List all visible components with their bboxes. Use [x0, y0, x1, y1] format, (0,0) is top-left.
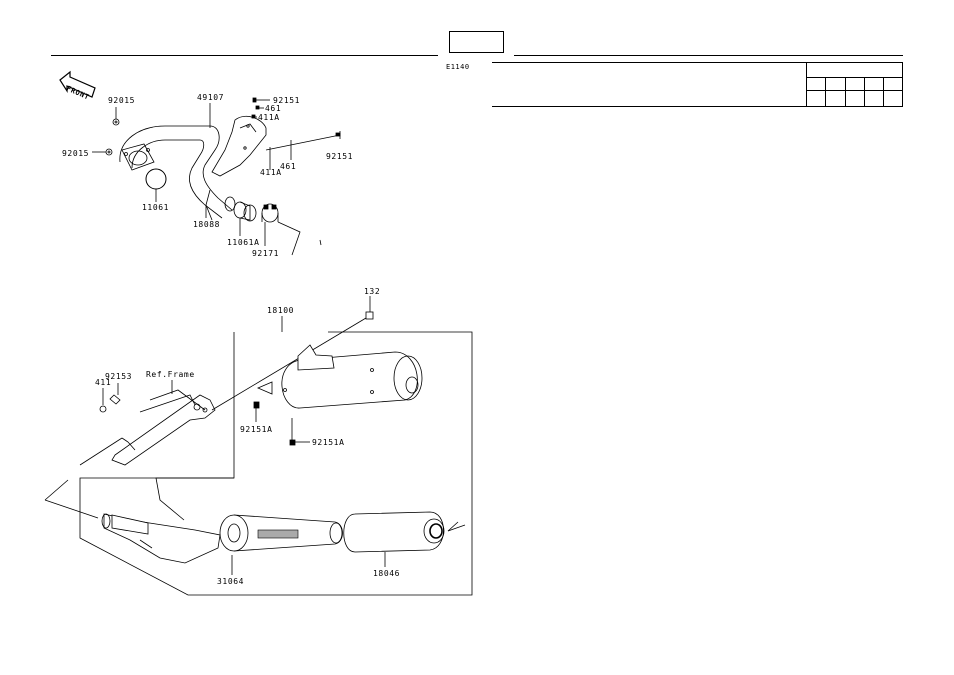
label-11061A: 11061A [227, 238, 260, 247]
grommet-411A-top [251, 114, 257, 119]
label-18100: 18100 [267, 306, 294, 315]
reference-table [806, 62, 903, 107]
lower-exhaust-pipe [101, 513, 221, 564]
header-rule-right [514, 55, 903, 56]
label-92015-left: 92015 [62, 149, 89, 158]
label-18046: 18046 [373, 569, 400, 578]
heat-guard [211, 115, 267, 177]
label-92151A-left: 92151A [240, 425, 273, 434]
label-92151-top: 92151 [273, 96, 300, 105]
label-92151A-bottom: 92151A [312, 438, 345, 447]
bolt-92151A-bottom [289, 418, 310, 446]
page-code: E1140 [446, 63, 470, 71]
table-row-divider [807, 77, 902, 78]
frame-rail [111, 389, 216, 466]
bolt-92151A-left [253, 401, 260, 422]
label-411A-right: 411A [260, 168, 282, 177]
bolt-92153 [109, 383, 121, 405]
washer-411 [99, 388, 107, 413]
table-row-divider [807, 90, 902, 91]
label-11061: 11061 [142, 203, 169, 212]
label-92171: 92171 [252, 249, 279, 258]
label-92153: 92153 [105, 372, 132, 381]
collar-461-top [255, 105, 264, 110]
header-pipe [119, 125, 233, 221]
gasket-11061 [145, 168, 167, 190]
label-31064: 31064 [217, 577, 244, 586]
gasket-11061A [233, 201, 257, 222]
table-cell-divider [845, 77, 846, 106]
table-cell-divider [883, 77, 884, 106]
label-18088: 18088 [193, 220, 220, 229]
label-461-top: 461 [265, 104, 281, 113]
front-arrow-icon [59, 70, 96, 98]
table-cell-divider [864, 77, 865, 106]
flange [121, 143, 155, 171]
label-92151-right: 92151 [326, 152, 353, 161]
bolt-92151-top [252, 97, 270, 103]
label-461-right: 461 [280, 162, 296, 171]
connecting-pipe [224, 196, 236, 212]
header-rule-left [51, 55, 438, 56]
table-cell-divider [825, 77, 826, 106]
label-49107: 49107 [197, 93, 224, 102]
label-411A-top: 411A [258, 113, 280, 122]
title-box [449, 31, 504, 53]
silencer-18046 [343, 511, 466, 553]
table-bottom-rule [492, 106, 903, 107]
muffler-assembly-18100 [256, 344, 423, 409]
bolt-132 [211, 296, 374, 411]
table-top-rule [492, 62, 903, 63]
washer-92015-left [105, 148, 113, 156]
label-ref-frame: Ref.Frame [146, 370, 195, 379]
washer-92015-top [112, 118, 120, 126]
label-411: 411 [95, 378, 111, 387]
label-92015-top: 92015 [108, 96, 135, 105]
clamp-92171 [261, 203, 301, 256]
label-132: 132 [364, 287, 380, 296]
inner-pipe-31064 [219, 514, 343, 552]
